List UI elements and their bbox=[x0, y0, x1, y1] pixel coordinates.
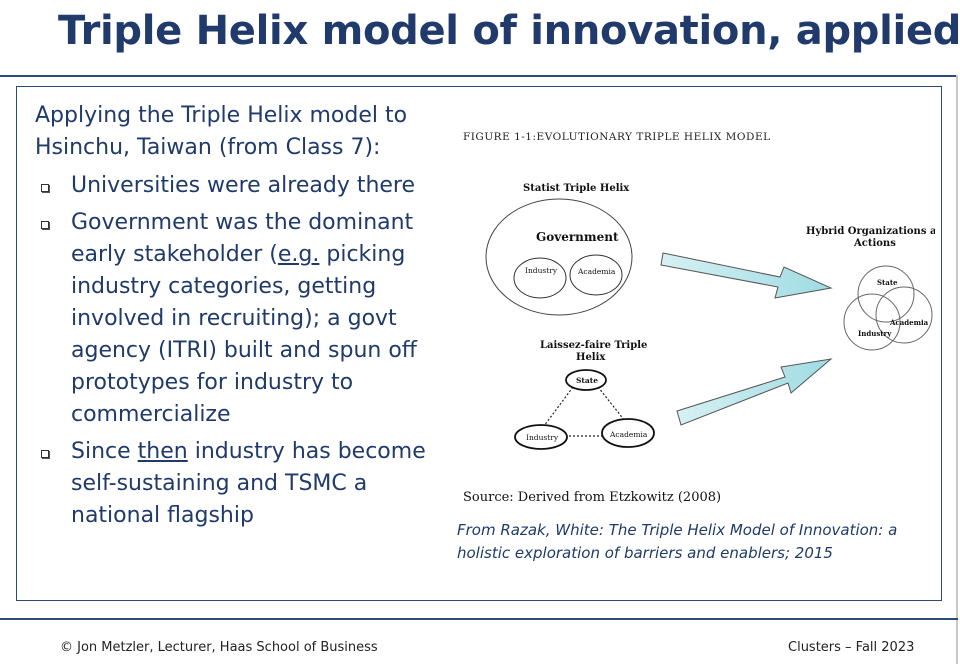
footer-divider bbox=[0, 618, 958, 620]
laissez-link bbox=[543, 386, 574, 427]
bullet-text-post: industry has become self-sustaining and … bbox=[71, 439, 426, 528]
hybrid-academia-label: Academia bbox=[889, 318, 929, 327]
laissez-industry-node bbox=[514, 424, 568, 450]
arrow-statist-to-hybrid-icon bbox=[660, 252, 833, 299]
hybrid-label-2: Actions bbox=[853, 238, 896, 249]
bullet-item: Universities were already there bbox=[35, 170, 435, 202]
government-circle bbox=[485, 198, 633, 316]
citation: From Razak, White: The Triple Helix Mode… bbox=[457, 521, 898, 562]
government-label: Government bbox=[536, 230, 619, 244]
footer-course: Clusters – Fall 2023 bbox=[788, 640, 915, 655]
laissez-academia-node bbox=[601, 418, 655, 448]
hybrid-state-label: State bbox=[877, 278, 898, 287]
square-bullet-icon bbox=[41, 450, 49, 458]
square-bullet-icon bbox=[41, 221, 49, 229]
arrow-laissez-to-hybrid-icon bbox=[676, 358, 833, 426]
statist-academia-label: Academia bbox=[577, 267, 616, 276]
hybrid-academia-circle bbox=[875, 286, 933, 344]
bullet-text-pre: Since bbox=[71, 439, 138, 464]
right-edge-line bbox=[956, 75, 958, 664]
slide-title: Triple Helix model of innovation, applie… bbox=[58, 8, 960, 54]
intro-text: Applying the Triple Helix model to Hsinc… bbox=[35, 103, 408, 160]
laissez-academia-label: Academia bbox=[609, 430, 648, 439]
footer-author: © Jon Metzler, Lecturer, Haas School of … bbox=[60, 640, 378, 655]
bullet-text-post: picking industry categories, getting inv… bbox=[71, 242, 417, 427]
laissez-state-node bbox=[565, 369, 607, 391]
bullet-text-pre: Government was the dominant early stakeh… bbox=[71, 210, 414, 267]
statist-industry-label: Industry bbox=[525, 266, 558, 275]
hybrid-state-circle bbox=[857, 265, 915, 323]
statist-label: Statist Triple Helix bbox=[523, 183, 630, 194]
figure-caption: FIGURE 1-1:EVOLUTIONARY TRIPLE HELIX MOD… bbox=[463, 131, 771, 143]
hybrid-label: Hybrid Organizations and bbox=[806, 226, 935, 237]
text-column: Applying the Triple Helix model to Hsinc… bbox=[35, 100, 435, 537]
hybrid-industry-label: Industry bbox=[858, 329, 892, 338]
bullet-item: Government was the dominant early stakeh… bbox=[35, 207, 435, 431]
laissez-faire-label: Laissez-faire Triple bbox=[540, 340, 647, 351]
figure-area: FIGURE 1-1:EVOLUTIONARY TRIPLE HELIX MOD… bbox=[445, 87, 935, 597]
laissez-industry-label: Industry bbox=[526, 433, 559, 442]
laissez-faire-label-2: Helix bbox=[576, 352, 606, 363]
square-bullet-icon bbox=[41, 184, 49, 192]
laissez-link bbox=[597, 386, 626, 422]
bullet-list: Universities were already there Governme… bbox=[35, 170, 435, 532]
title-divider bbox=[0, 75, 958, 77]
statist-academia-circle bbox=[569, 254, 623, 296]
bullet-text: Universities were already there bbox=[71, 173, 416, 198]
triple-helix-diagram: Statist Triple Helix Government Industry… bbox=[485, 183, 935, 450]
figure-source: Source: Derived from Etzkowitz (2008) bbox=[463, 490, 722, 505]
hybrid-industry-circle bbox=[843, 293, 901, 351]
statist-industry-circle bbox=[513, 257, 567, 299]
bullet-underlined: e.g. bbox=[277, 242, 320, 267]
content-box: Applying the Triple Helix model to Hsinc… bbox=[16, 86, 942, 601]
bullet-item: Since then industry has become self-sust… bbox=[35, 436, 435, 532]
laissez-state-label: State bbox=[576, 376, 598, 385]
bullet-underlined: then bbox=[137, 439, 188, 464]
